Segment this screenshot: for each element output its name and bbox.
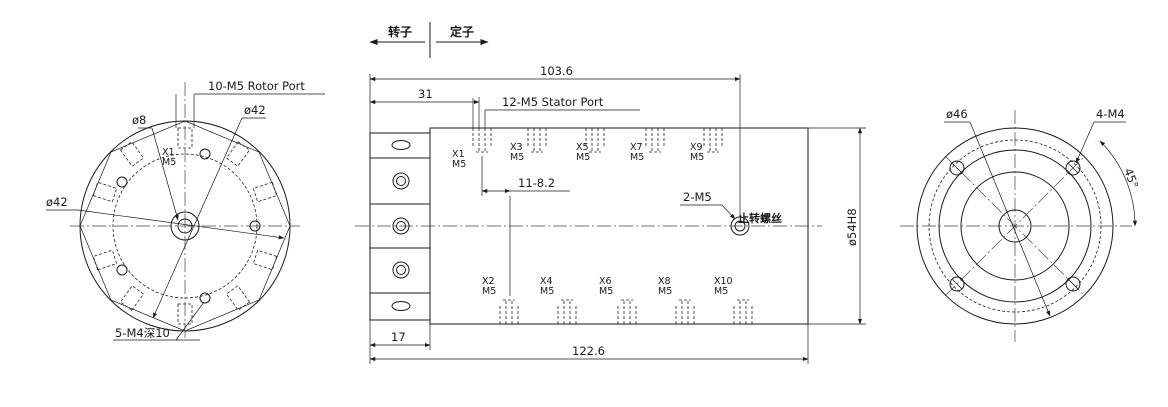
rotor-label: 转子 [388, 24, 412, 39]
side-view: X1 M5 X3 M5 X5 M5 X7 M5 X9 M5 X2 M5 X4 M… [355, 64, 866, 364]
screw-desc: 止转螺丝 [738, 211, 782, 225]
right-end-view: ø46 4-M4 45° [900, 107, 1141, 342]
angle-label: 45° [1121, 166, 1141, 190]
side-port-x5-thread: M5 [576, 152, 590, 163]
side-port-x6: X6 [599, 276, 612, 287]
left-end-view: 10-M5 Rotor Port ø8 ø42 ø42 5-M4深10 X1 M… [46, 79, 325, 341]
side-port-x7-thread: M5 [630, 152, 644, 163]
port-x1-label: X1 [162, 147, 175, 158]
side-port-x10: X10 [714, 276, 733, 287]
m4-deep-label: 5-M4深10 [115, 326, 170, 340]
d42-left-label: ø42 [46, 195, 68, 209]
side-port-x9-thread: M5 [690, 152, 704, 163]
d46-label: ø46 [946, 107, 968, 121]
side-port-x4: X4 [540, 276, 553, 287]
pitch-label: 11-8.2 [518, 176, 555, 190]
side-port-x3: X3 [510, 142, 523, 153]
side-port-x4-thread: M5 [540, 286, 554, 297]
dim-103-6: 103.6 [540, 64, 573, 78]
side-port-x10-thread: M5 [714, 286, 728, 297]
dim-122-6: 122.6 [572, 344, 605, 358]
rotor-port-label: 10-M5 Rotor Port [208, 79, 305, 93]
side-port-x5: X5 [576, 142, 589, 153]
screw-label: 2-M5 [683, 190, 712, 204]
side-port-x9: X9 [690, 142, 703, 153]
d42-top-label: ø42 [244, 103, 266, 117]
rotor-stator-header: 转子 定子 [369, 22, 489, 58]
side-port-x3-thread: M5 [510, 152, 524, 163]
dim-17: 17 [391, 330, 406, 344]
side-port-x6-thread: M5 [599, 286, 613, 297]
side-port-x1: X1 [452, 149, 465, 160]
dim-d54h8: ø54H8 [845, 208, 859, 246]
m4-mounting-holes [116, 148, 261, 304]
stator-m4-holes [949, 160, 1081, 292]
side-port-x1-thread: M5 [452, 159, 466, 170]
side-port-x8: X8 [658, 276, 671, 287]
stator-label: 定子 [450, 24, 474, 39]
d8-label: ø8 [132, 113, 146, 127]
dim-31: 31 [418, 87, 433, 101]
bottom-stator-ports [499, 299, 753, 324]
flange-holes [391, 140, 411, 311]
side-port-x2-thread: M5 [482, 286, 496, 297]
side-port-x7: X7 [630, 142, 643, 153]
side-port-x2: X2 [482, 276, 495, 287]
stator-port-label: 12-M5 Stator Port [502, 95, 604, 109]
port-m5-label: M5 [162, 157, 176, 168]
rotor-port-holes [92, 127, 278, 325]
top-stator-ports [472, 128, 723, 153]
side-port-x8-thread: M5 [658, 286, 672, 297]
m4-holes-label: 4-M4 [1096, 107, 1125, 121]
